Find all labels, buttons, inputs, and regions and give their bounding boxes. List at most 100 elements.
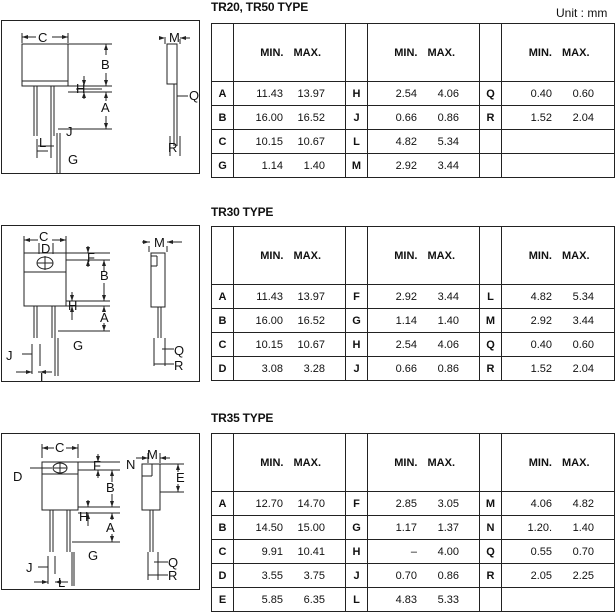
- max-value: 4.06: [437, 87, 459, 100]
- max-header: MAX.: [293, 456, 322, 469]
- min-value: 14.50: [255, 521, 283, 534]
- empty-cell: [501, 153, 615, 178]
- dim-symbol: L: [345, 129, 368, 154]
- empty-cell: [479, 153, 502, 178]
- max-value: 13.97: [297, 87, 325, 100]
- dim-label-M: M: [154, 235, 165, 250]
- dim-symbol: B: [211, 515, 234, 540]
- empty-cell: [479, 587, 502, 612]
- dim-label-G: G: [88, 548, 98, 563]
- max-value: 15.00: [297, 521, 325, 534]
- dim-label-J: J: [6, 348, 13, 363]
- min-value: 11.43: [256, 290, 283, 303]
- outline-drawing-tr35: C D F B H A G J L N M E Q R: [1, 433, 200, 590]
- min-value: 2.92: [395, 290, 417, 303]
- dim-label-R: R: [174, 358, 183, 373]
- min-value: –: [410, 545, 417, 558]
- min-value: 1.14: [395, 314, 417, 327]
- dim-symbol: H: [345, 539, 368, 564]
- dim-label-J: J: [66, 124, 73, 139]
- dim-symbol: N: [479, 515, 502, 540]
- dim-symbol: D: [211, 356, 234, 381]
- dim-symbol: M: [479, 308, 502, 333]
- dim-symbol: J: [345, 563, 368, 588]
- max-header: MAX.: [427, 456, 456, 469]
- min-value: 4.06: [530, 497, 552, 510]
- dim-label-C: C: [38, 30, 47, 45]
- min-header: MIN.: [394, 456, 418, 469]
- dim-symbol: Q: [479, 539, 502, 564]
- section-title: TR35 TYPE: [211, 411, 274, 425]
- dim-label-G: G: [68, 152, 78, 167]
- dim-symbol: G: [345, 308, 368, 333]
- min-header: MIN.: [260, 249, 284, 262]
- dim-label-L: L: [39, 135, 46, 150]
- max-value: 3.05: [437, 497, 459, 510]
- dim-symbol: A: [211, 284, 234, 309]
- max-value: 10.67: [297, 135, 325, 148]
- table-header-row: MIN.MAX. MIN.MAX. MIN.MAX.: [211, 433, 615, 492]
- max-header: MAX.: [562, 46, 590, 59]
- dim-label-B: B: [106, 480, 115, 495]
- dim-symbol: E: [211, 587, 234, 612]
- dim-label-H: H: [76, 81, 85, 96]
- dim-label-B: B: [101, 57, 110, 72]
- dim-label-L: L: [40, 370, 47, 381]
- dim-label-Q: Q: [189, 88, 199, 103]
- dim-label-C: C: [55, 440, 64, 455]
- min-value: 4.83: [395, 593, 417, 606]
- dim-symbol: G: [211, 153, 234, 178]
- min-value: 1.52: [530, 111, 552, 124]
- min-value: 16.00: [255, 111, 283, 124]
- min-value: 0.55: [530, 545, 552, 558]
- max-header: MAX.: [562, 249, 590, 262]
- min-value: 2.05: [530, 569, 552, 582]
- dim-symbol: M: [479, 491, 502, 516]
- min-header: MIN.: [394, 46, 418, 59]
- min-value: 12.70: [255, 497, 283, 510]
- dim-symbol: L: [345, 587, 368, 612]
- empty-cell: [501, 587, 615, 612]
- dim-label-H: H: [68, 298, 77, 313]
- max-value: 5.34: [437, 135, 459, 148]
- dim-label-Q: Q: [174, 343, 184, 358]
- max-value: 1.40: [572, 521, 594, 534]
- max-header: MAX.: [427, 46, 456, 59]
- dim-symbol: M: [345, 153, 368, 178]
- max-value: 16.52: [297, 111, 325, 124]
- max-value: 0.60: [572, 338, 594, 351]
- min-header: MIN.: [260, 46, 284, 59]
- dim-symbol: R: [479, 105, 502, 130]
- max-value: 2.25: [572, 569, 594, 582]
- outline-drawing-tr20: C B H A J L G M Q R: [1, 20, 200, 174]
- max-value: 16.52: [297, 314, 325, 327]
- min-value: 11.43: [256, 87, 283, 100]
- dim-label-D: D: [41, 241, 50, 256]
- max-value: 10.41: [297, 545, 325, 558]
- dim-label-F: F: [87, 250, 95, 265]
- dim-label-L: L: [58, 575, 65, 589]
- dim-label-R: R: [168, 140, 177, 155]
- min-value: 3.08: [261, 362, 283, 375]
- section-title: TR30 TYPE: [211, 205, 274, 219]
- max-header: MAX.: [293, 249, 322, 262]
- max-header: MAX.: [562, 456, 590, 469]
- dim-label-J: J: [26, 560, 33, 575]
- max-value: 2.04: [572, 111, 594, 124]
- dim-symbol: J: [345, 356, 368, 381]
- min-value: 1.17: [395, 521, 417, 534]
- max-value: 1.40: [303, 159, 325, 172]
- dim-symbol: D: [211, 563, 234, 588]
- max-value: 3.28: [303, 362, 325, 375]
- min-value: 0.70: [395, 569, 417, 582]
